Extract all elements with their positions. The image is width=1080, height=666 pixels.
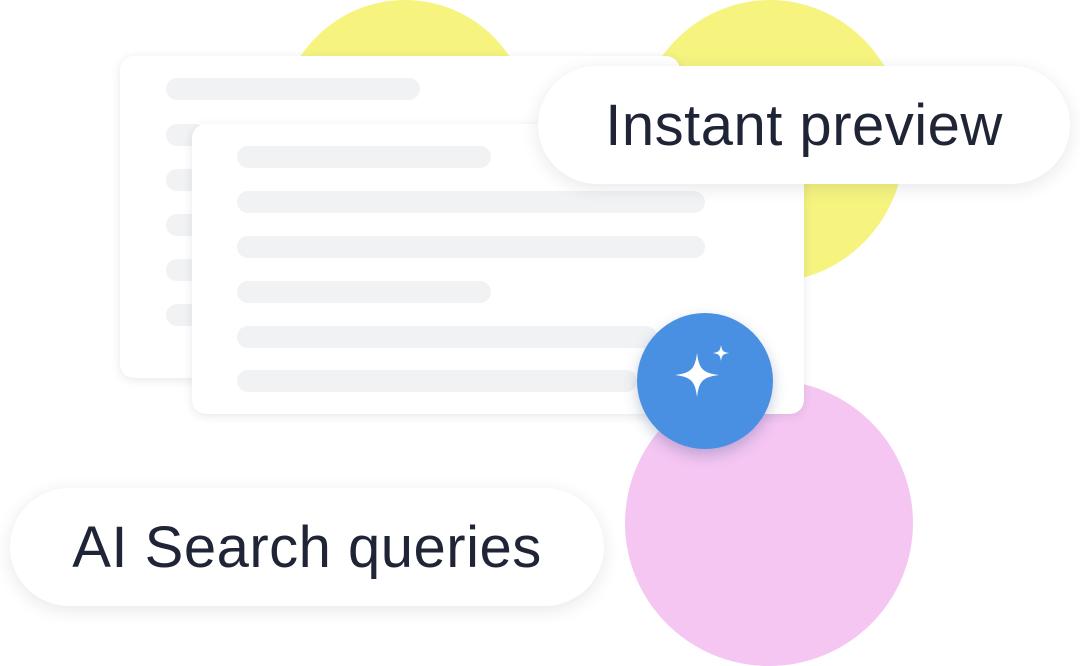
placeholder-line	[237, 146, 491, 168]
ai-search-queries-text: AI Search queries	[72, 514, 542, 580]
instant-preview-label: Instant preview	[538, 66, 1070, 184]
placeholder-line	[166, 78, 420, 100]
sparkle-icon	[675, 345, 729, 397]
placeholder-line	[237, 370, 637, 392]
placeholder-line	[237, 326, 657, 348]
ai-search-queries-label: AI Search queries	[10, 488, 604, 606]
placeholder-line	[237, 281, 491, 303]
placeholder-line	[237, 191, 705, 213]
instant-preview-text: Instant preview	[605, 92, 1003, 158]
placeholder-line	[237, 236, 705, 258]
ai-sparkle-button[interactable]	[637, 313, 773, 449]
